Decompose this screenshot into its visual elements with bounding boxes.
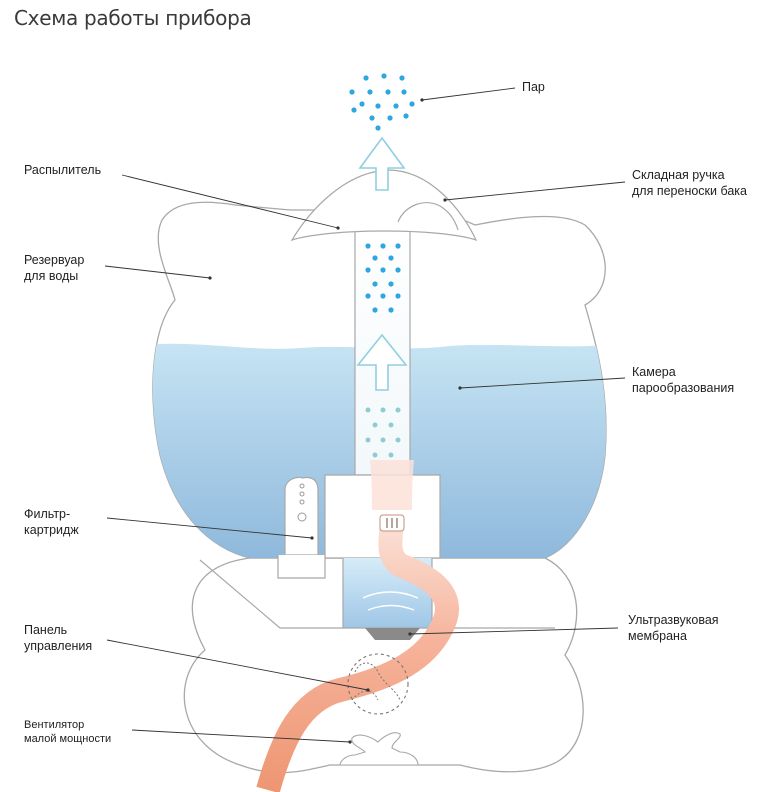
filter-cartridge [284, 476, 319, 556]
handle-label-line2: для переноски бака [632, 184, 748, 198]
panel-label-line2: управления [24, 639, 93, 653]
steam-label: Пар [522, 80, 545, 94]
steam-particles [349, 73, 415, 131]
mist-dot [388, 422, 394, 428]
leader-lines [104, 87, 626, 743]
column-steam-dot [388, 255, 394, 261]
membrane-label-line1: Ультразвуковая [628, 613, 719, 627]
steam-dot [385, 89, 391, 95]
filter-label-line1: Фильтр- [24, 507, 71, 521]
base-partition [199, 559, 555, 629]
handle-label: Складная ручка для переноски бака [632, 167, 747, 199]
mist-dot [395, 407, 401, 413]
steam-dot [403, 113, 409, 119]
steam-dot [409, 101, 415, 107]
column-steam-dot [365, 243, 371, 249]
filter-label: Фильтр- картридж [24, 506, 79, 538]
mist-dot [372, 452, 378, 458]
atomizer-dome [290, 169, 478, 242]
column-steam-dot [372, 255, 378, 261]
mist-dot [395, 437, 401, 443]
column-steam-dot [388, 307, 394, 313]
panel-label: Панель управления [24, 622, 92, 654]
steam-dot [387, 115, 393, 121]
column-steam-dot [395, 267, 401, 273]
panel-label-line1: Панель [24, 623, 68, 637]
filter-indicator [299, 499, 305, 505]
column-steam-dot [388, 281, 394, 287]
carry-handle [397, 202, 459, 231]
fan-label: Вентилятор малой мощности [24, 718, 111, 746]
column-steam-dot [365, 293, 371, 299]
mist-dot [380, 407, 386, 413]
mist-particles [365, 407, 401, 458]
steam-arrow-mid [356, 333, 408, 391]
mist-dot [372, 422, 378, 428]
fan-label-line1: Вентилятор [24, 719, 85, 731]
air-flow-path [256, 519, 459, 792]
column-steam-dot [380, 267, 386, 273]
filter-knob [297, 512, 307, 522]
chamber-label: Камера парообразования [632, 364, 734, 396]
filter-label-line2: картридж [24, 523, 79, 537]
steam-dot [351, 107, 357, 113]
chamber-label-line1: Камера [632, 365, 676, 379]
steam-dot [375, 103, 381, 109]
control-panel-outline [347, 653, 409, 715]
membrane-label-line2: мембрана [628, 629, 687, 643]
column-steam-dot [395, 243, 401, 249]
filter-holder [277, 555, 326, 579]
column-steam-dot [380, 243, 386, 249]
column-steam-dot [372, 307, 378, 313]
atomizer-label: Распылитель [24, 163, 102, 177]
chamber-label-line2: парообразования [632, 381, 735, 395]
mist-dot [380, 437, 386, 443]
handle-label-line1: Складная ручка [632, 168, 725, 182]
steam-dot [359, 101, 365, 107]
filter-indicator [299, 491, 305, 497]
steam-dot [369, 115, 375, 121]
steam-dot [367, 89, 373, 95]
reservoir-label-line1: Резервуар [24, 253, 85, 267]
mist-dot [365, 407, 371, 413]
reservoir-label: Резервуар для воды [24, 252, 84, 284]
mist-dot [388, 452, 394, 458]
mist-dot [365, 437, 371, 443]
steam-arrow-top [358, 136, 406, 191]
column-steam-dot [380, 293, 386, 299]
steam-dot [375, 125, 381, 131]
column-steam-dot [365, 267, 371, 273]
filter-indicator [299, 483, 305, 489]
steam-dot [393, 103, 399, 109]
control-panel-icon [351, 662, 401, 701]
ultrasonic-membrane [365, 628, 420, 640]
air-flow-plume [370, 460, 414, 510]
steam-dot [363, 75, 369, 81]
column-steam-dot [372, 281, 378, 287]
fan-icon [339, 732, 419, 766]
steam-dot [401, 89, 407, 95]
column-steam-particles [365, 243, 401, 313]
fan-label-line2: малой мощности [24, 733, 112, 745]
steam-dot [399, 75, 405, 81]
reservoir-label-line2: для воды [24, 269, 79, 283]
water-ripples [362, 591, 419, 611]
column-steam-dot [395, 293, 401, 299]
page-title: Схема работы прибора [14, 6, 252, 30]
steam-dot [381, 73, 387, 79]
membrane-label: Ультразвуковая мембрана [628, 612, 719, 644]
steam-dot [349, 89, 355, 95]
